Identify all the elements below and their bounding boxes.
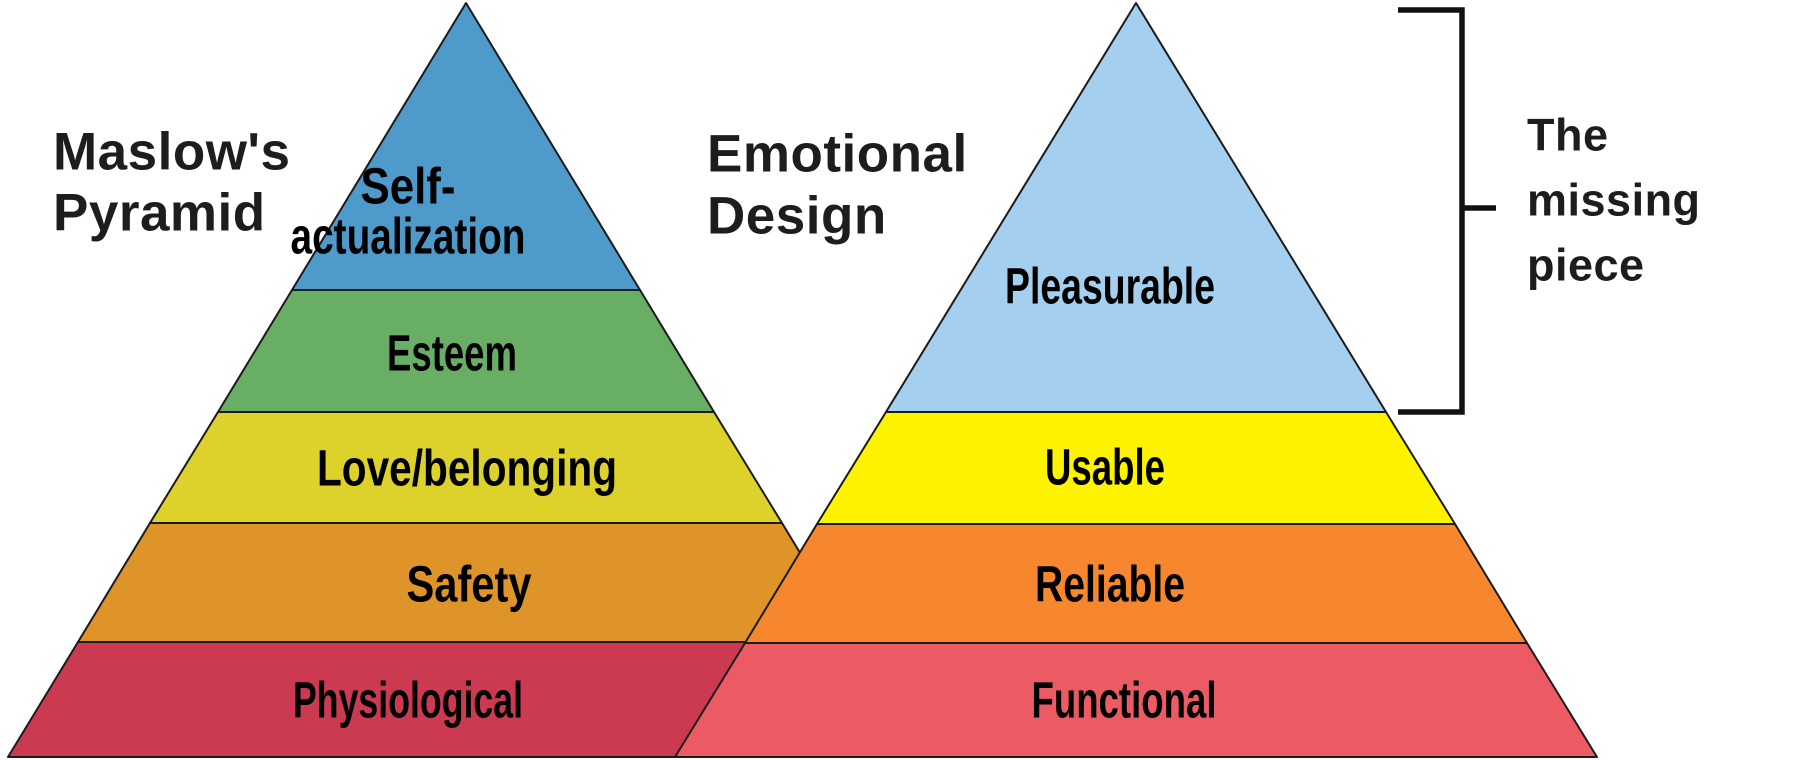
missing-piece-label-line3: piece — [1527, 240, 1645, 291]
emotional-design-pyramid-label-pleasurable: Pleasurable — [1005, 258, 1215, 315]
maslow-pyramid-label-physiological: Physiological — [293, 672, 523, 729]
emotional-design-pyramid-label-reliable: Reliable — [1035, 556, 1185, 613]
emotional-design-pyramid-label-functional: Functional — [1032, 672, 1217, 729]
missing-piece-label-line1: The — [1527, 110, 1609, 161]
emotional-design-pyramid-layer-pleasurable — [885, 2, 1387, 413]
maslow-title-line2: Pyramid — [53, 184, 266, 243]
maslow-pyramid-label-self: Self- — [361, 158, 456, 215]
maslow-title-line1: Maslow's — [53, 123, 291, 182]
maslow-pyramid-label-actualization: actualization — [291, 208, 526, 265]
maslow-pyramid-label-love-belonging: Love/belonging — [317, 440, 617, 497]
emotional-design-pyramid-layer-functional — [674, 642, 1598, 758]
emotional-design-title-line2: Design — [707, 187, 887, 246]
maslow-pyramid: Self-actualizationEsteemLove/belongingSa… — [7, 2, 925, 758]
maslow-pyramid-label-esteem: Esteem — [387, 325, 517, 382]
emotional-design-pyramid-label-usable: Usable — [1045, 439, 1165, 496]
shapes-root: Self-actualizationEsteemLove/belongingSa… — [7, 2, 1598, 758]
emotional-design-title-line1: Emotional — [707, 125, 968, 184]
maslow-pyramid-label-safety: Safety — [407, 556, 533, 613]
missing-piece-bracket — [1398, 7, 1465, 415]
missing-piece-label-line2: missing — [1527, 175, 1701, 226]
